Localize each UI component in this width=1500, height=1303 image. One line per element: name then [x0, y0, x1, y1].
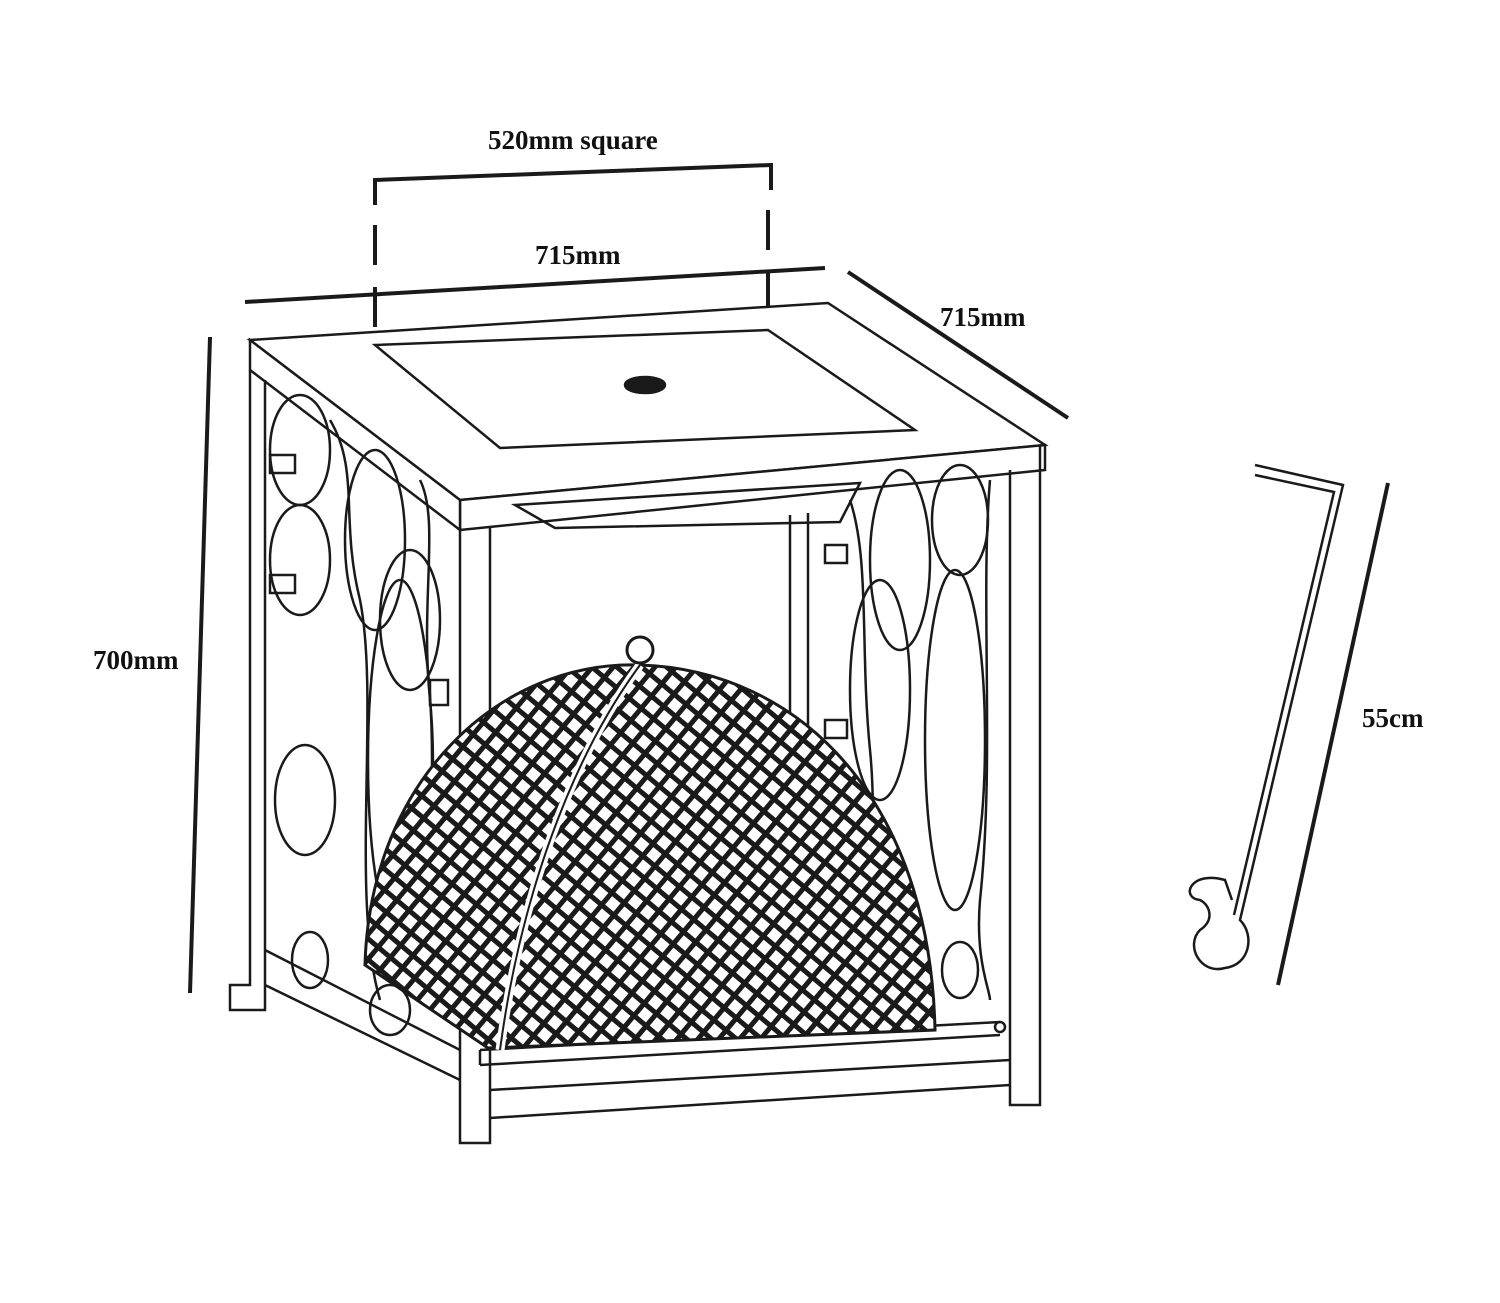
mesh-spark-guard: [363, 635, 937, 1051]
width-dimension-line: [244, 266, 826, 304]
poker-length-label: 55cm: [1362, 703, 1424, 733]
height-dimension-line: [188, 336, 212, 994]
poker-dimension-line: [1276, 482, 1390, 986]
right-side-scrollwork: [268, 453, 992, 1001]
width-label: 715mm: [535, 240, 621, 270]
umbrella-hole-icon: [623, 375, 667, 395]
depth-label: 715mm: [940, 302, 1026, 332]
insert-size-label: 520mm square: [488, 125, 658, 155]
depth-dimension-line: [846, 270, 1070, 420]
spark-guard-handle-ring: [625, 635, 655, 665]
insert-dimension-bracket: [373, 162, 773, 345]
fire-poker: [1188, 463, 1345, 971]
height-label: 700mm: [93, 645, 179, 675]
table-top: [246, 301, 1049, 533]
